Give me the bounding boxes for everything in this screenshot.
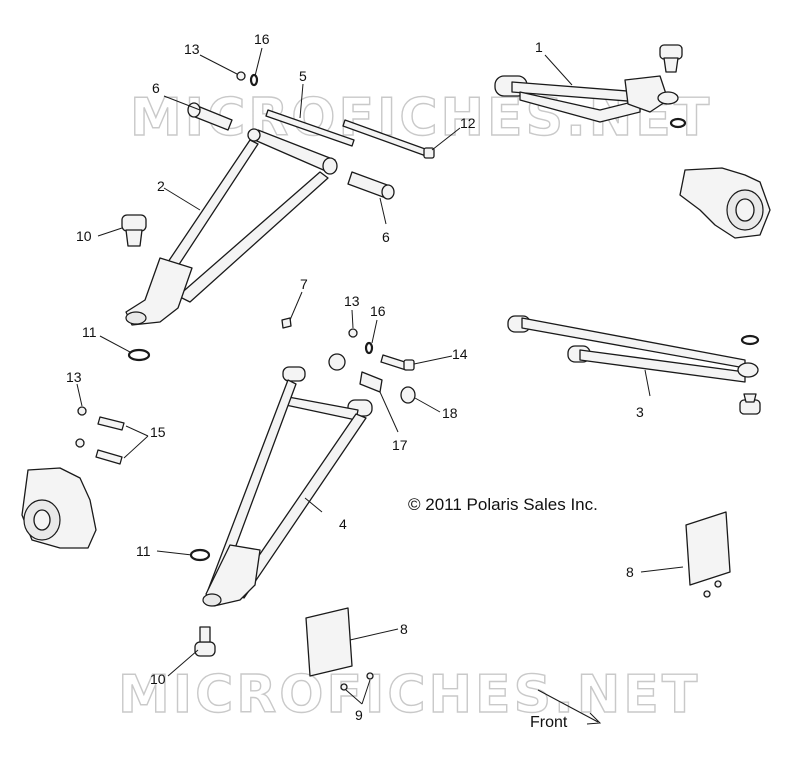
sleeve-17 — [359, 371, 383, 393]
nut-15 — [75, 438, 85, 448]
callout-12: 12 — [460, 115, 476, 131]
knuckle-left — [21, 467, 97, 549]
nut-13-low — [77, 406, 87, 416]
bolt-15-lower — [95, 449, 123, 465]
snap-ring-top — [669, 117, 687, 129]
callout-3: 3 — [636, 404, 644, 420]
washer-16-mid — [364, 341, 374, 355]
pivot-pin-5 — [265, 109, 355, 147]
callout-11-bottom: 11 — [136, 543, 151, 559]
callout-6-mid: 6 — [382, 229, 390, 245]
guard-plate-left — [305, 607, 353, 677]
knuckle-right — [679, 167, 771, 239]
washer-16-top — [249, 73, 259, 87]
nut-13-top — [236, 71, 246, 81]
callout-9: 9 — [355, 707, 363, 723]
callout-13-mid: 13 — [344, 293, 360, 309]
front-arrow — [537, 689, 602, 725]
copyright-notice: © 2011 Polaris Sales Inc. — [408, 495, 598, 514]
snap-ring-left — [127, 348, 151, 362]
upper-a-arm-right — [494, 75, 679, 123]
callout-18: 18 — [442, 405, 458, 421]
upper-a-arm-left — [125, 128, 338, 326]
pivot-bolt-12 — [342, 119, 435, 159]
callout-16-top: 16 — [254, 31, 270, 47]
screw-9-a — [366, 672, 374, 680]
bushing-18 — [400, 386, 416, 404]
bushing-left — [328, 353, 346, 371]
callout-14: 14 — [452, 346, 468, 362]
guard-plate-right — [685, 511, 731, 586]
bolt-15-upper — [97, 416, 125, 431]
callout-13-low: 13 — [66, 369, 82, 385]
callout-11-top: 11 — [82, 324, 97, 340]
nut-13-mid — [348, 328, 358, 338]
leader-lines — [76, 47, 684, 705]
snap-ring-right — [740, 334, 760, 346]
callout-6-top: 6 — [152, 80, 160, 96]
snap-ring-lower — [189, 548, 211, 562]
callout-8-right: 8 — [626, 564, 634, 580]
ball-joint-top — [659, 44, 683, 73]
callout-4: 4 — [339, 516, 347, 532]
ball-joint-lower — [194, 626, 216, 657]
screw-right-b — [703, 590, 711, 598]
callout-7: 7 — [300, 276, 308, 292]
bushing-sleeve-top — [187, 102, 233, 131]
bolt-14 — [380, 354, 415, 371]
ball-joint-left — [121, 214, 147, 247]
callout-1: 1 — [535, 39, 543, 55]
ball-joint-right — [739, 393, 761, 415]
callout-2: 2 — [157, 178, 165, 194]
lower-a-arm-left — [202, 366, 373, 607]
screw-9-b — [340, 683, 348, 691]
lower-arm-right — [507, 315, 759, 383]
callout-15: 15 — [150, 424, 166, 440]
callout-5: 5 — [299, 68, 307, 84]
watermark-bottom: MICROFICHES.NET — [118, 665, 700, 725]
bolt-7 — [281, 317, 292, 329]
callout-17: 17 — [392, 437, 408, 453]
callout-13-top: 13 — [184, 41, 200, 57]
bushing-sleeve-mid — [347, 171, 395, 200]
callout-10-top: 10 — [76, 228, 92, 244]
callout-8-left: 8 — [400, 621, 408, 637]
screw-right-a — [714, 580, 722, 588]
front-label: Front — [530, 714, 568, 731]
callout-10-bottom: 10 — [150, 671, 166, 687]
callout-16-mid: 16 — [370, 303, 386, 319]
